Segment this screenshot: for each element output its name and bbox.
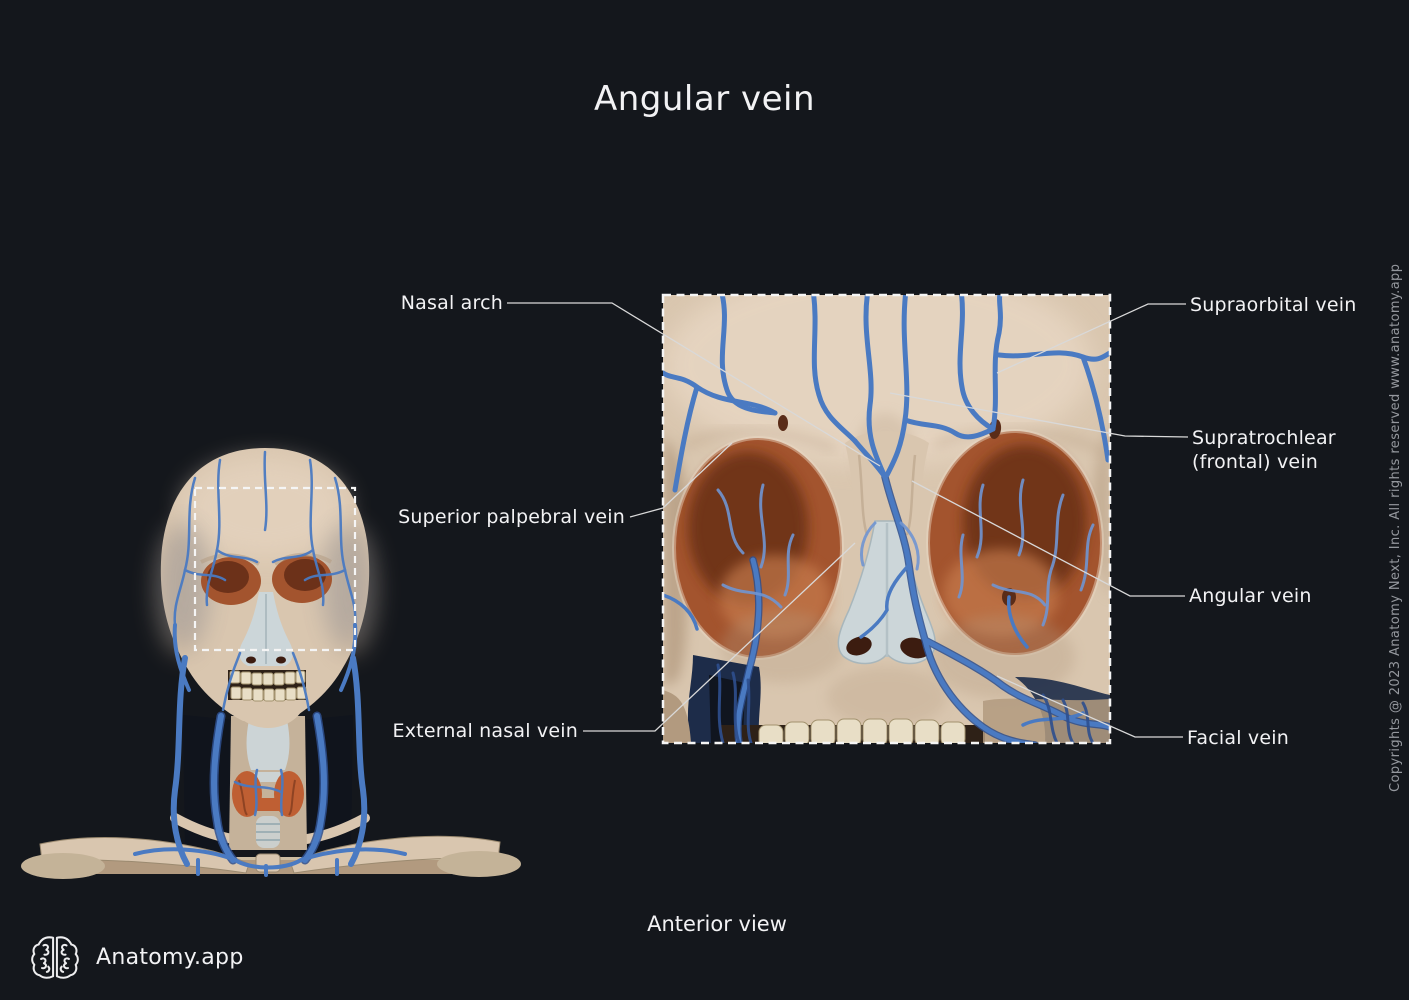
zoom-region-box bbox=[193, 486, 357, 652]
leader-facial-vein bbox=[996, 675, 1183, 738]
label-facial-vein: Facial vein bbox=[1187, 727, 1289, 749]
brain-icon bbox=[31, 936, 79, 979]
label-supratrochlear-vein: Supratrochlear (frontal) vein bbox=[1192, 427, 1336, 473]
label-angular-vein: Angular vein bbox=[1189, 585, 1312, 607]
leader-nasal-arch bbox=[507, 302, 881, 467]
brand-name: Anatomy.app bbox=[96, 944, 244, 970]
leader-supratrochlear-vein bbox=[889, 392, 1189, 438]
label-supraorbital-vein: Supraorbital vein bbox=[1190, 294, 1357, 316]
leader-lines bbox=[507, 302, 1189, 738]
page-title: Angular vein bbox=[593, 78, 816, 119]
view-caption: Anterior view bbox=[647, 912, 787, 936]
leader-angular-vein bbox=[911, 480, 1185, 597]
label-superior-palpebral-vein: Superior palpebral vein bbox=[398, 506, 625, 528]
brand-footer: Anatomy.app bbox=[30, 934, 244, 980]
overview-figure-illustration bbox=[21, 448, 521, 879]
leader-superior-palpebral-vein bbox=[629, 442, 733, 518]
inset-dashed-border bbox=[661, 293, 1112, 745]
label-external-nasal-vein: External nasal vein bbox=[392, 720, 578, 742]
inset-illustration bbox=[663, 295, 1110, 743]
label-nasal-arch: Nasal arch bbox=[400, 292, 503, 314]
leader-supraorbital-vein bbox=[996, 303, 1186, 374]
copyright-text: Copyrights @ 2023 Anatomy Next, Inc. All… bbox=[1388, 263, 1403, 793]
leader-external-nasal-vein bbox=[583, 542, 856, 732]
